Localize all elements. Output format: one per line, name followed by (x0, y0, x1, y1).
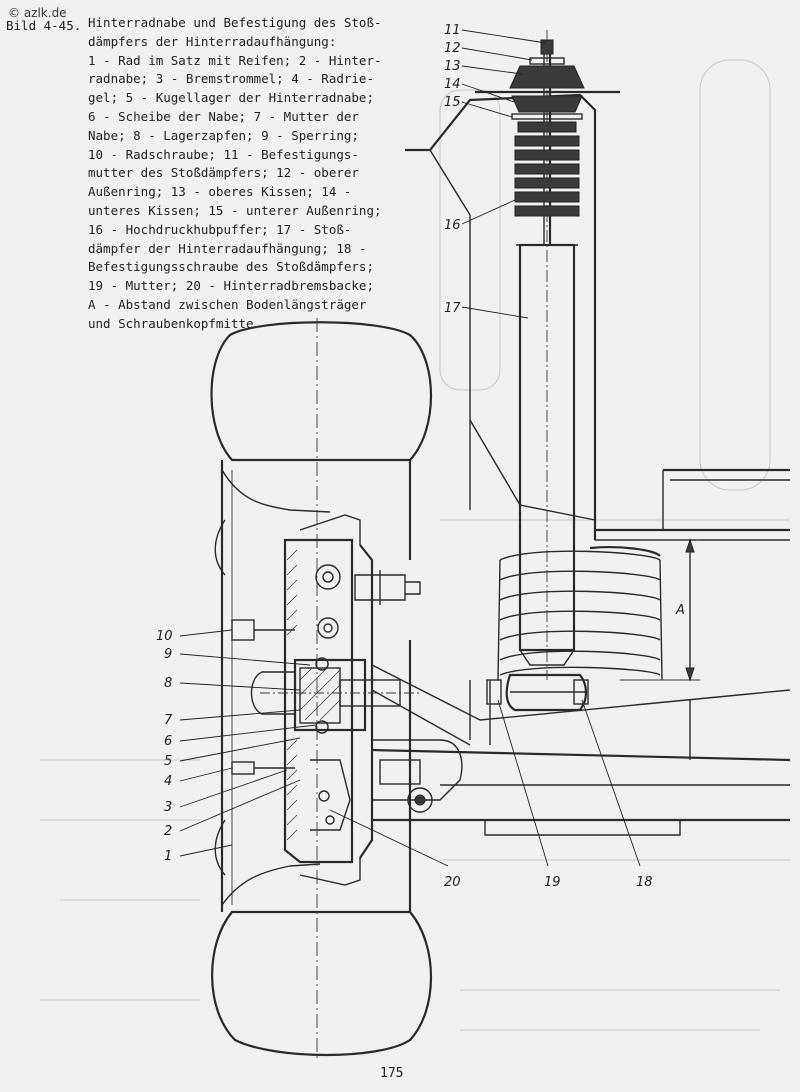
callout-11: 11 (444, 23, 461, 38)
bump-stop (514, 121, 580, 217)
brake-backing-plate (359, 544, 374, 859)
caption-line: Hinterradnabe und Befestigung des Stoß- (88, 15, 382, 30)
callout-8: 8 (164, 676, 172, 691)
caption-line: 1 - Rad im Satz mit Reifen; 2 - Hinter- (88, 52, 382, 68)
callout-14: 14 (444, 77, 461, 92)
wheel-bolt (231, 619, 255, 641)
mount-nut-lower (573, 679, 589, 705)
callout-15: 15 (444, 95, 461, 110)
ball-bearing-lower (315, 720, 329, 734)
lower-cushion (511, 95, 583, 113)
callout-2: 2 (164, 824, 172, 839)
callout-18: 18 (636, 875, 653, 890)
vehicle-body-floor (405, 93, 790, 541)
tyre-lower (211, 910, 432, 1057)
callout-10: 10 (156, 629, 173, 644)
watermark: © azlk.de (8, 6, 67, 20)
mount-nut (540, 39, 554, 55)
wheel-with-tyre (210, 318, 432, 1060)
callout-A: A (675, 603, 685, 618)
hub-brake-assembly (231, 514, 463, 886)
caption-line: Außenring; 13 - oberes Kissen; 14 - (88, 184, 352, 200)
figure-label: Bild 4-45. (6, 18, 82, 33)
caption-line: dämpfer der Hinterradaufhängung; 18 - (88, 240, 367, 256)
callout-19: 19 (544, 875, 561, 890)
caption-line: Befestigungsschraube des Stoßdämpfers; (88, 259, 374, 275)
shock-absorber-assembly (475, 30, 620, 712)
shock-lower-eye (505, 673, 588, 712)
callout-1: 1 (164, 849, 172, 864)
brake-shoe (310, 759, 351, 831)
callout-12: 12 (444, 41, 461, 56)
callout-9: 9 (164, 647, 172, 662)
caption-line: gel; 5 - Kugellager der Hinterradnabe; (88, 90, 374, 106)
caption-line: und Schraubenkopfmitte (88, 315, 254, 331)
brake-drum (283, 538, 354, 864)
callout-17: 17 (444, 301, 461, 316)
caption-line: 6 - Scheibe der Nabe; 7 - Mutter der (88, 108, 359, 124)
caption-line: 10 - Radschraube; 11 - Befestigungs- (88, 146, 359, 162)
callout-6: 6 (164, 734, 172, 749)
dimension-A (620, 538, 700, 682)
tyre-upper (210, 321, 432, 462)
mount-bolt (486, 679, 502, 705)
callout-numbers: 11 12 13 14 15 16 17 10 9 8 7 6 5 4 3 2 … (156, 23, 685, 890)
caption-line: mutter des Stoßdämpfers; 12 - oberer (88, 165, 359, 181)
callout-3: 3 (164, 800, 172, 815)
callout-4: 4 (164, 774, 172, 789)
brake-line-fitting (354, 570, 421, 605)
bleed-through (40, 59, 790, 1031)
caption-line: 16 - Hochdruckhubpuffer; 17 - Stoß- (88, 221, 352, 237)
rear-axle-beam (371, 664, 791, 836)
caption-line: A - Abstand zwischen Bodenlängsträger (88, 296, 367, 312)
callout-7: 7 (164, 713, 173, 728)
caption-line: Nabe; 8 - Lagerzapfen; 9 - Sperring; (88, 127, 359, 143)
leader-lines (179, 29, 641, 867)
caption-line: radnabe; 3 - Bremstrommel; 4 - Radrie- (88, 71, 374, 87)
caption-line: unteres Kissen; 15 - unterer Außenring; (88, 202, 382, 218)
callout-13: 13 (444, 59, 461, 74)
wheel-rim (220, 460, 412, 912)
ball-bearing-upper (315, 657, 329, 671)
callout-20: 20 (444, 875, 461, 890)
callout-5: 5 (164, 754, 172, 769)
figure-caption: Hinterradnabe und Befestigung des Stoß- … (88, 14, 388, 334)
coil-spring (497, 546, 663, 681)
callout-16: 16 (444, 218, 461, 233)
caption-line: dämpfers der Hinterradaufhängung: (88, 33, 337, 49)
caption-line: 19 - Mutter; 20 - Hinterradbremsbacke; (88, 278, 374, 294)
upper-cushion (509, 65, 585, 89)
page-number: 175 (380, 1066, 404, 1081)
